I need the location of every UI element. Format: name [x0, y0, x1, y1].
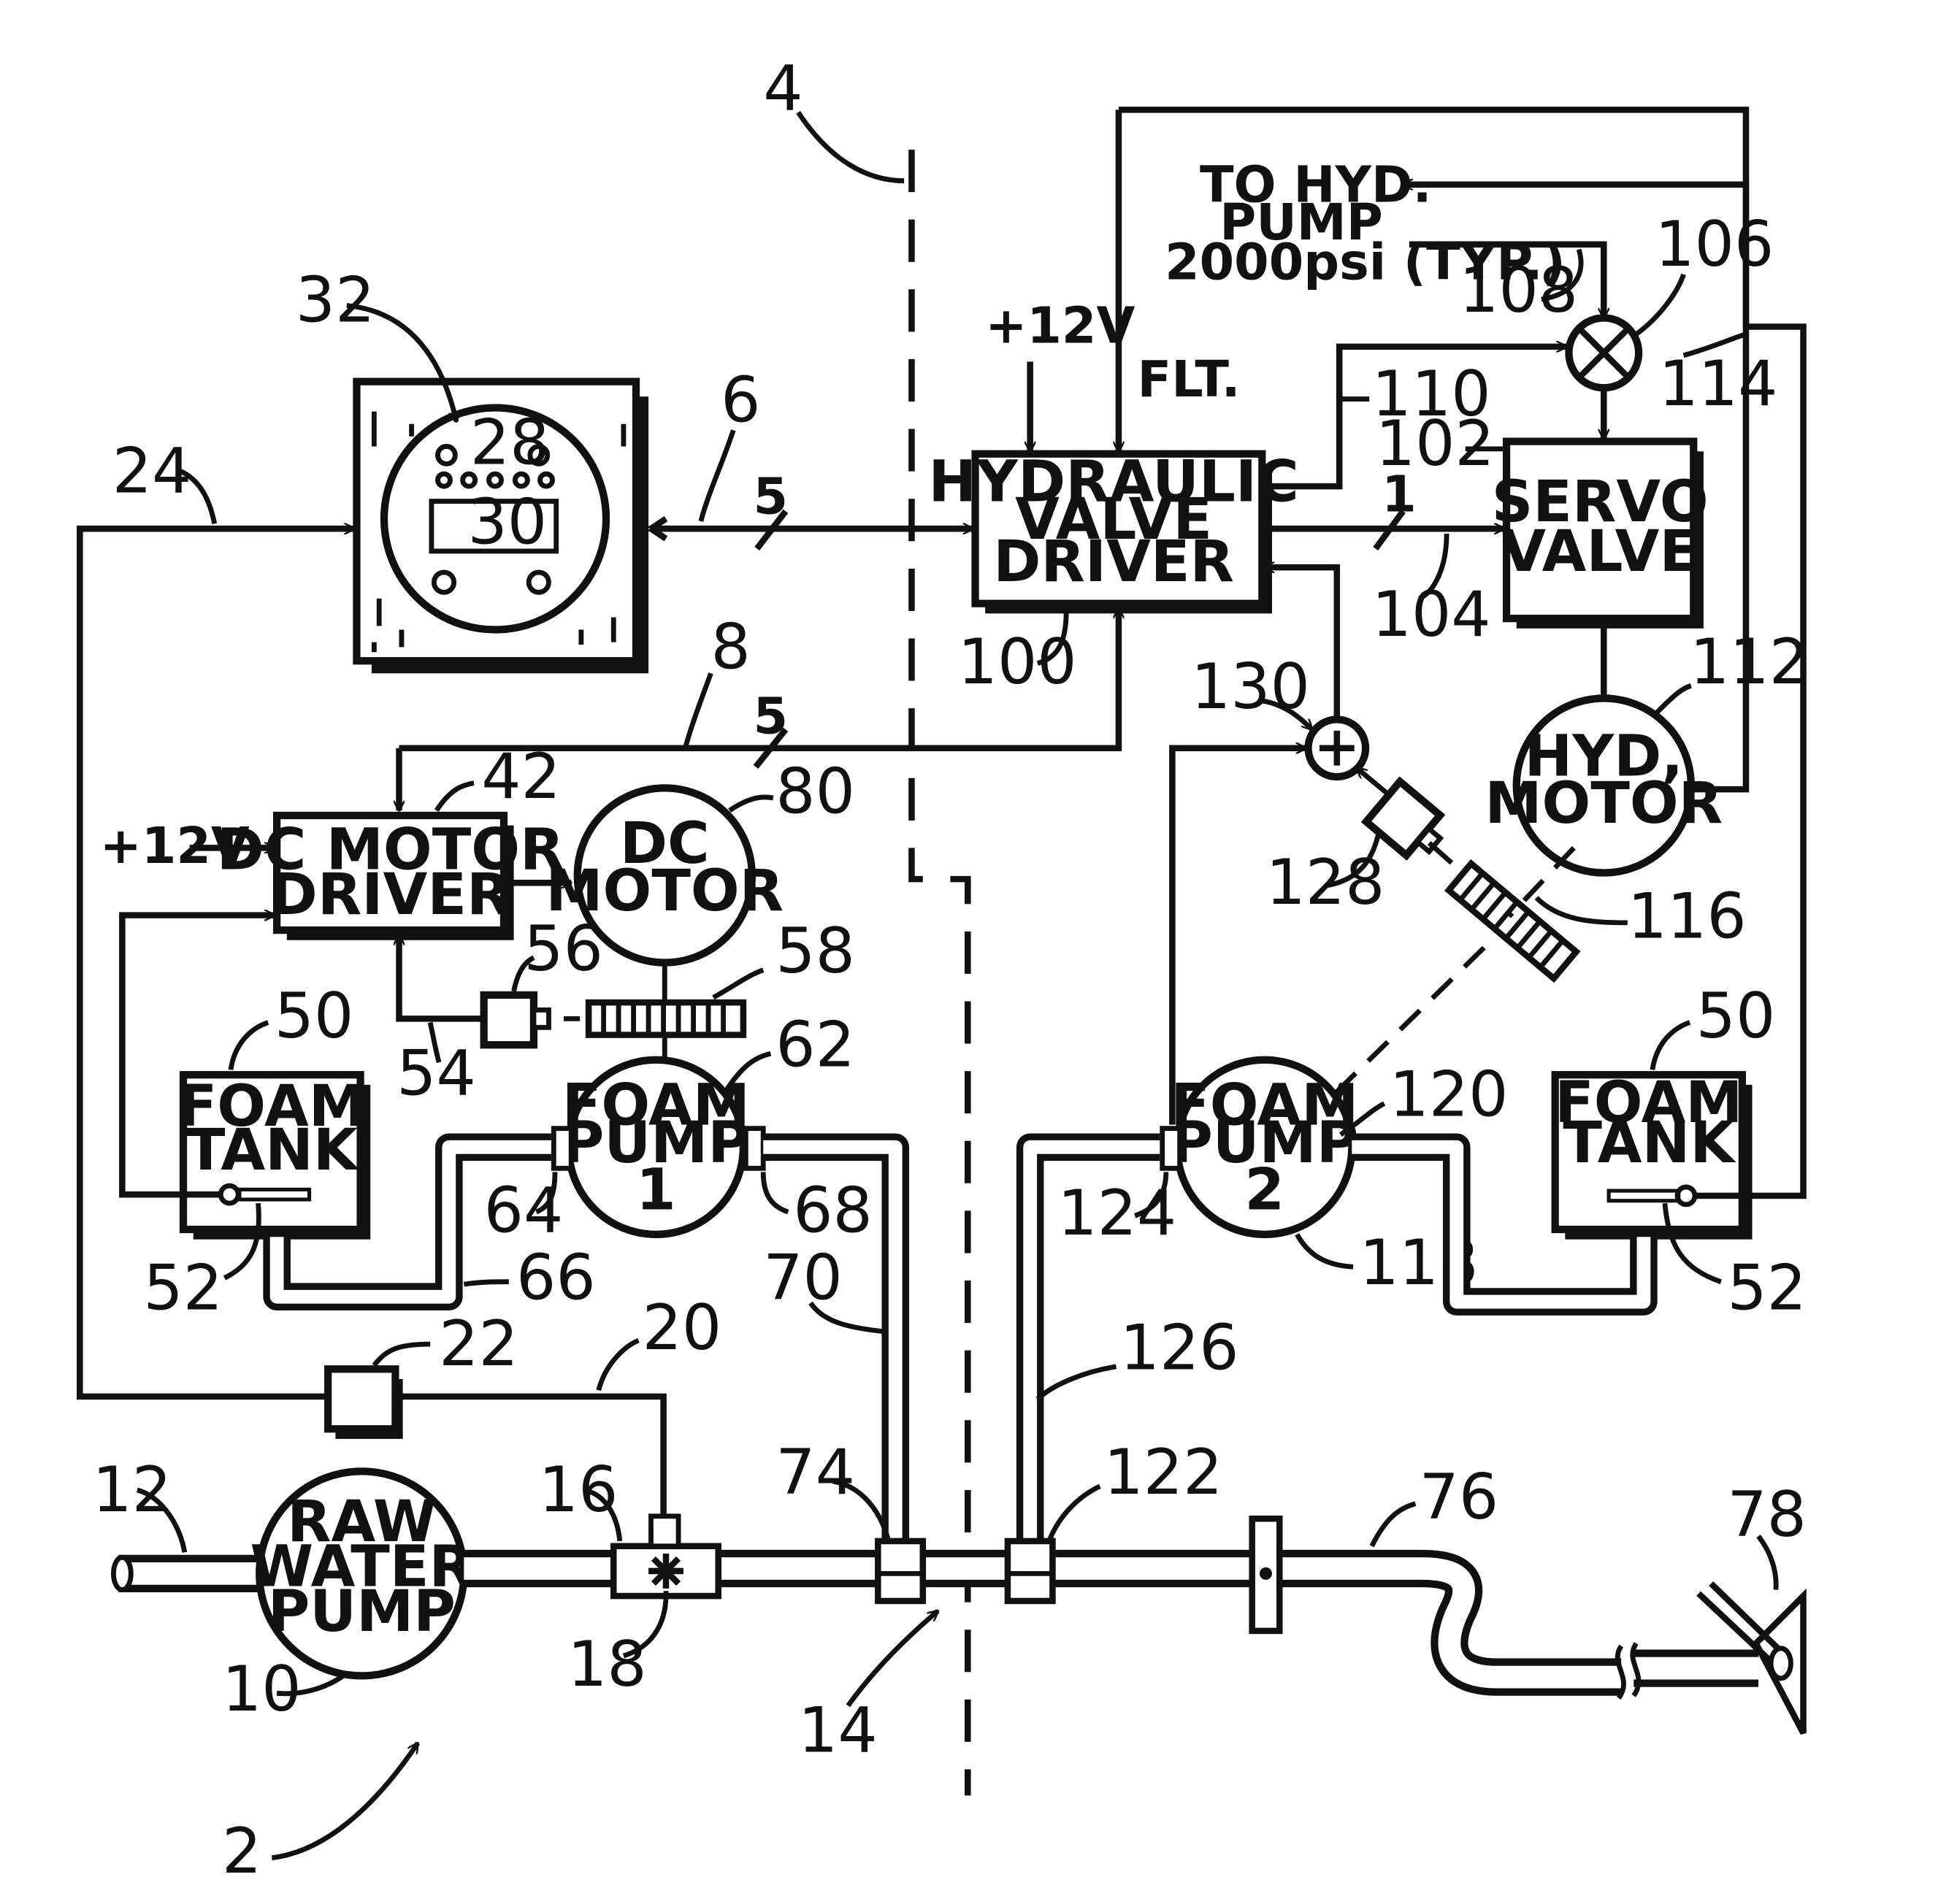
ref-120: 120	[1390, 1059, 1509, 1132]
leader-42	[437, 783, 474, 811]
ref-66: 66	[516, 1243, 596, 1315]
ref-4: 4	[763, 53, 803, 125]
ref-126: 126	[1120, 1312, 1239, 1384]
leader-50-right	[1652, 1022, 1690, 1070]
display-30-label: 30	[467, 487, 547, 559]
leader-6	[701, 430, 733, 521]
gear-left	[589, 1002, 743, 1034]
ref-10: 10	[222, 1654, 302, 1726]
line-54	[399, 935, 482, 1018]
ref-50-right: 50	[1696, 980, 1776, 1053]
ref-58: 58	[775, 915, 855, 988]
ref-12: 12	[92, 1454, 172, 1527]
ref-122: 122	[1103, 1437, 1222, 1509]
bus-width-6: 5	[754, 469, 789, 526]
valve-106	[1569, 318, 1639, 388]
ref-114: 114	[1658, 348, 1777, 421]
ref-112: 112	[1690, 626, 1809, 699]
pump2-inlet-fitting	[1163, 1129, 1180, 1169]
ref-6: 6	[721, 364, 760, 437]
ref-100: 100	[958, 626, 1077, 699]
hvd-line-3: DRIVER	[993, 528, 1234, 595]
encoder-left	[484, 995, 534, 1045]
ref-52-right: 52	[1727, 1252, 1807, 1324]
ref-128: 128	[1265, 847, 1384, 919]
ref-16: 16	[539, 1454, 618, 1527]
ref-14: 14	[798, 1695, 878, 1767]
ref-24: 24	[112, 436, 192, 508]
ref-18: 18	[567, 1629, 647, 1701]
ref-68: 68	[793, 1175, 873, 1247]
servo-line-2: VALVE	[1501, 518, 1698, 585]
leader-68	[763, 1172, 788, 1212]
sensor-block-22	[328, 1369, 395, 1429]
ref-22: 22	[439, 1308, 518, 1381]
leader-2	[272, 1743, 418, 1858]
ref-106: 106	[1655, 209, 1774, 281]
leader-20	[599, 1340, 639, 1390]
display-28-label: 28	[470, 407, 550, 479]
ref-8: 8	[711, 611, 750, 683]
ref-78: 78	[1727, 1479, 1807, 1551]
loop-top	[1119, 110, 1746, 326]
ref-42: 42	[481, 741, 561, 813]
leader-126	[1038, 1367, 1117, 1399]
leader-66	[464, 1282, 508, 1284]
pump1-inlet-fitting	[554, 1129, 571, 1169]
ref-110: 110	[1372, 358, 1491, 431]
leader-22	[374, 1344, 430, 1365]
ref-70: 70	[763, 1243, 843, 1315]
dcmd-line-2: DRIVER	[270, 861, 511, 928]
tank-left-line-2: TANK	[186, 1116, 360, 1183]
pump1-outlet-fitting	[746, 1129, 763, 1169]
ref-20: 20	[643, 1292, 722, 1364]
ref-104: 104	[1372, 579, 1491, 651]
ref-62: 62	[775, 1009, 855, 1081]
tank-right-line-2: TANK	[1563, 1109, 1736, 1176]
ref-130: 130	[1191, 651, 1310, 723]
ref-116: 116	[1628, 880, 1747, 953]
injector-122	[1008, 1541, 1052, 1601]
leader-14	[848, 1611, 938, 1706]
bus-width-8: 5	[754, 688, 789, 745]
encoder-right-line	[1357, 768, 1387, 793]
leader-76	[1372, 1504, 1416, 1546]
ref-54: 54	[397, 1038, 476, 1110]
injector-74	[878, 1541, 922, 1601]
ref-32: 32	[296, 265, 375, 337]
ref-52-left: 52	[143, 1252, 223, 1324]
ref-64: 64	[484, 1175, 564, 1247]
fp1-line-3: 1	[636, 1156, 676, 1224]
plus12v-top: +12V	[985, 298, 1135, 356]
leader-8	[686, 673, 711, 745]
control-panel: 28 30	[356, 382, 648, 674]
ref-108: 108	[1459, 255, 1578, 327]
leader-122	[1050, 1486, 1100, 1539]
leader-106	[1636, 275, 1684, 334]
ref-80: 80	[775, 756, 855, 829]
leader-80	[729, 797, 773, 810]
hyd-motor-line-2: MOTOR	[1485, 769, 1723, 837]
ref-76: 76	[1420, 1462, 1499, 1534]
leader-58	[713, 970, 763, 998]
ref-50-left: 50	[275, 980, 354, 1053]
leader-50-left	[231, 1022, 268, 1070]
ref-74: 74	[775, 1437, 855, 1509]
rwp-line-3: PUMP	[268, 1578, 456, 1645]
encoder-gear-link	[1429, 843, 1452, 863]
fp2-line-3: 2	[1244, 1156, 1284, 1224]
leader-118	[1297, 1235, 1353, 1267]
ref-56: 56	[524, 913, 603, 986]
leader-112	[1656, 686, 1691, 713]
ref-2: 2	[222, 1816, 261, 1888]
ref-124: 124	[1057, 1178, 1176, 1250]
leader-116	[1536, 898, 1628, 923]
flow-sensor-18	[648, 1554, 683, 1589]
bus-width-servo: 1	[1382, 466, 1417, 523]
svg-text:DRIVER: DRIVER	[993, 528, 1234, 595]
leader-4	[798, 112, 904, 181]
flt-label: FLT.	[1138, 351, 1241, 409]
